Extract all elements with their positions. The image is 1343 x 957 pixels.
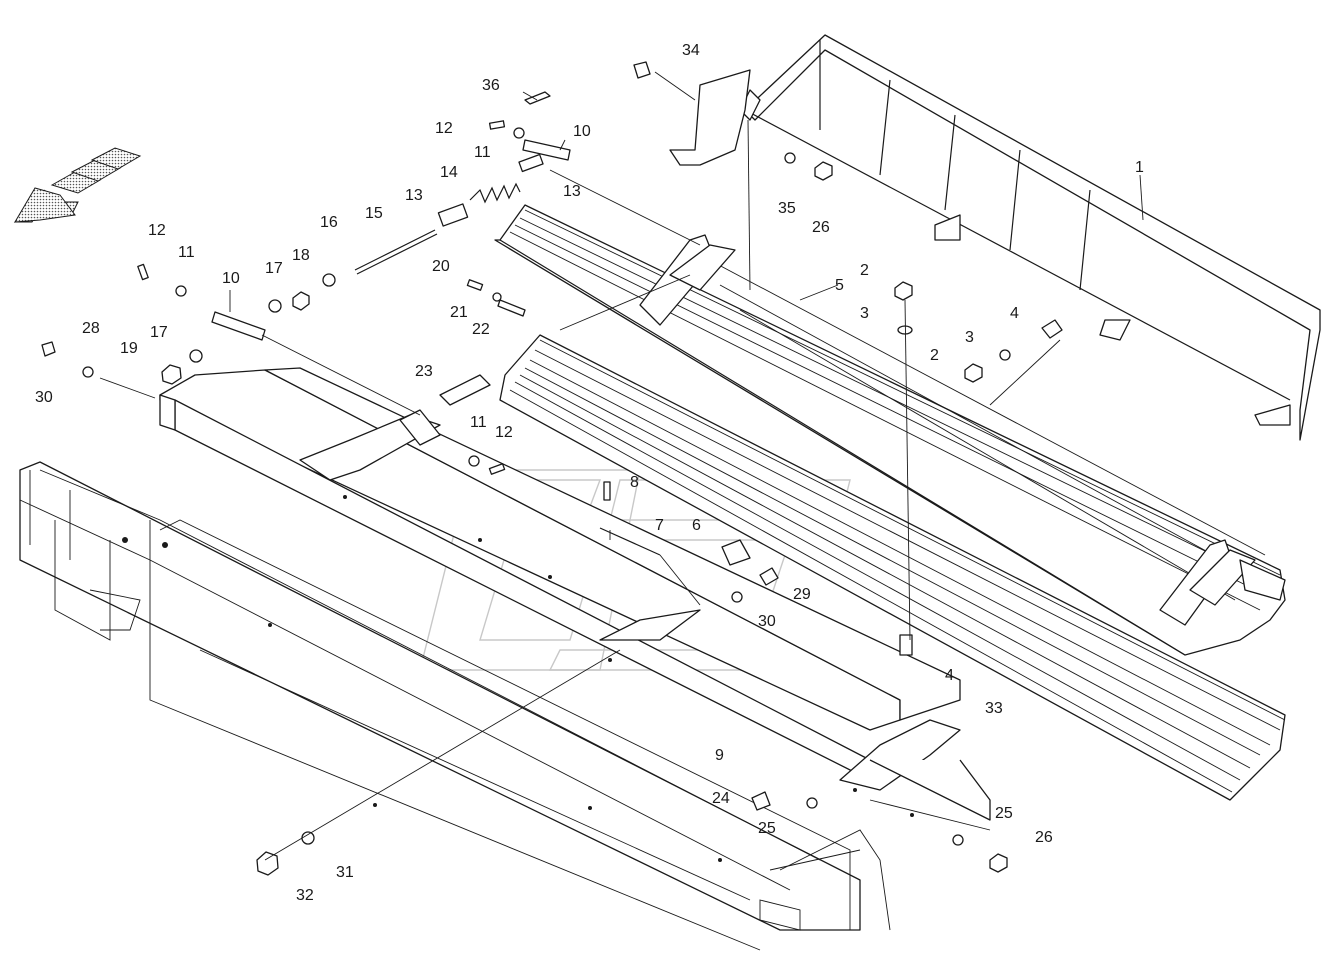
callout-11: 11	[470, 414, 487, 431]
bracket-34	[669, 69, 751, 166]
callout-25: 25	[995, 805, 1013, 822]
callout-15: 15	[365, 205, 383, 222]
callout-18: 18	[292, 247, 310, 264]
callout-3: 3	[965, 329, 974, 346]
callout-6: 6	[692, 517, 701, 534]
callout-20: 20	[432, 258, 450, 275]
callout-26: 26	[812, 219, 830, 236]
callout-2: 2	[930, 347, 939, 364]
callout-30: 30	[758, 613, 776, 630]
callout-9: 9	[715, 747, 724, 764]
callout-19: 19	[120, 340, 138, 357]
callout-3: 3	[860, 305, 869, 322]
callout-14: 14	[440, 164, 458, 181]
callout-25: 25	[758, 820, 776, 837]
panel-33	[499, 334, 1286, 801]
callout-12: 12	[435, 120, 453, 137]
callout-33: 33	[985, 700, 1003, 717]
callout-12: 12	[148, 222, 166, 239]
callout-7: 7	[655, 517, 664, 534]
callout-28: 28	[82, 320, 100, 337]
callout-26: 26	[1035, 829, 1053, 846]
callout-1: 1	[1135, 159, 1144, 176]
panel-5	[494, 204, 1286, 656]
frame-beam-9	[159, 367, 991, 821]
callout-4: 4	[945, 667, 954, 684]
machine-header-body	[19, 461, 891, 951]
callout-11: 11	[474, 144, 491, 161]
callout-4: 4	[1010, 305, 1019, 322]
callout-5: 5	[835, 277, 844, 294]
callout-36: 36	[482, 77, 500, 94]
callout-17: 17	[150, 324, 168, 341]
callout-30: 30	[35, 389, 53, 406]
travel-direction-arrow-icon	[13, 147, 142, 223]
callout-13: 13	[405, 187, 423, 204]
callout-21: 21	[450, 304, 468, 321]
callout-22: 22	[472, 321, 490, 338]
callout-23: 23	[415, 363, 433, 380]
callout-17: 17	[265, 260, 283, 277]
callout-12: 12	[495, 424, 513, 441]
callout-24: 24	[712, 790, 730, 807]
callout-2: 2	[860, 262, 869, 279]
callout-8: 8	[630, 474, 639, 491]
callout-34: 34	[682, 42, 700, 59]
railing-1	[739, 34, 1321, 441]
leader-lines	[99, 71, 1144, 861]
callout-31: 31	[336, 864, 354, 881]
callout-11: 11	[178, 244, 195, 261]
callout-32: 32	[296, 887, 314, 904]
callout-10: 10	[222, 270, 240, 287]
callout-13: 13	[563, 183, 581, 200]
hardware-parts	[41, 61, 1063, 876]
callout-35: 35	[778, 200, 796, 217]
callout-10: 10	[573, 123, 591, 140]
callout-29: 29	[793, 586, 811, 603]
callout-labels: 1 2 2 3 3 4 4 5 6 7 8 9 10 10 11 11 11 1…	[35, 42, 1144, 904]
callout-16: 16	[320, 214, 338, 231]
